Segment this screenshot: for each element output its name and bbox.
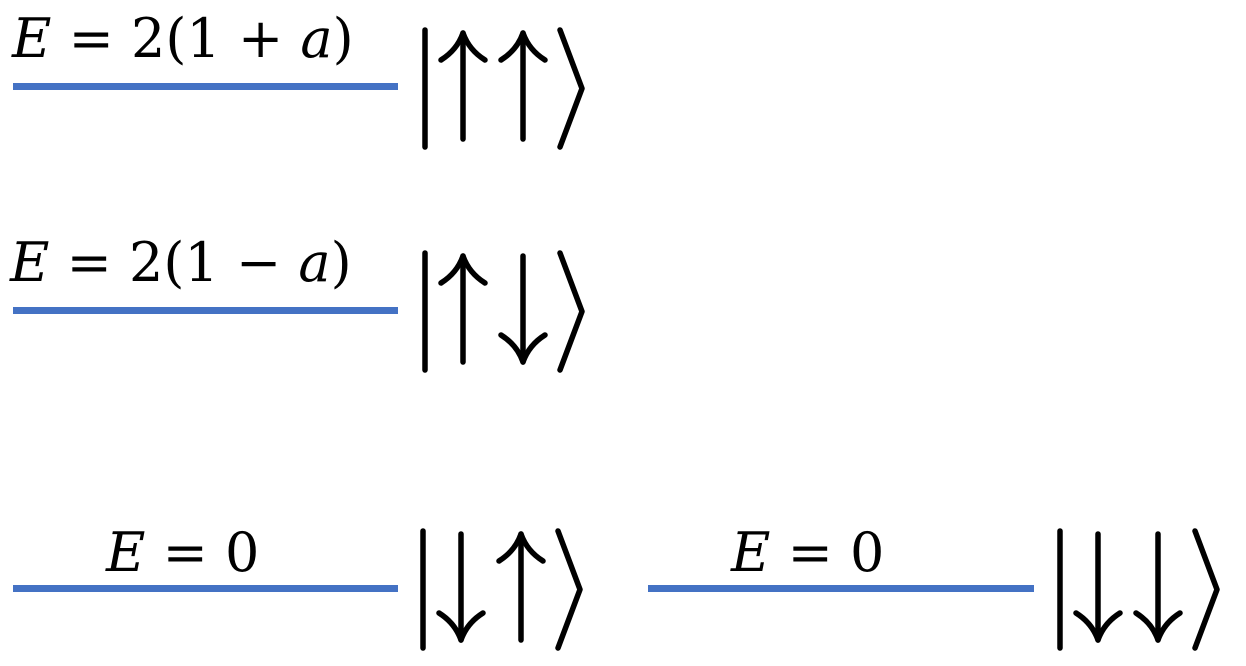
spin-up-arrow-head — [496, 531, 546, 564]
energy-var-1: E — [12, 7, 52, 70]
energy-label-1: E = 2(1 + a) — [12, 12, 354, 66]
spin-down-arrow-head — [1073, 610, 1123, 643]
energy-var-3: E — [106, 521, 146, 584]
energy-expr-2: = 2(1 − — [49, 231, 299, 294]
energy-expr-4: = 0 — [770, 521, 885, 584]
energy-close-2: ) — [330, 231, 352, 294]
spin-up-arrow-head — [438, 253, 488, 286]
spin-up-arrow — [438, 253, 488, 365]
spin-up-arrow-head — [498, 30, 548, 63]
ket-state-1: |↑↑⟩ — [422, 27, 585, 150]
energy-param-1: a — [300, 7, 333, 70]
energy-expr-3: = 0 — [145, 521, 260, 584]
spin-down-arrow — [498, 253, 548, 365]
spin-down-arrow — [1133, 531, 1183, 643]
ket-state-4: |↓↓⟩ — [1057, 528, 1220, 651]
energy-label-4: E = 0 — [731, 526, 884, 580]
spin-down-arrow-head — [1133, 610, 1183, 643]
ket-right-angle — [555, 528, 583, 651]
ket-state-3: |↓↑⟩ — [420, 528, 583, 651]
ket-right-angle — [1192, 528, 1220, 651]
energy-level-line-1 — [13, 83, 398, 90]
energy-var-2: E — [10, 231, 50, 294]
energy-param-2: a — [298, 231, 331, 294]
spin-down-arrow — [1073, 531, 1123, 643]
energy-label-3: E = 0 — [106, 526, 259, 580]
spin-up-arrow-head — [438, 30, 488, 63]
energy-var-4: E — [731, 521, 771, 584]
ket-glyph-group — [422, 27, 585, 150]
energy-level-line-3 — [13, 585, 398, 592]
spin-down-arrow — [436, 531, 486, 643]
energy-level-line-4 — [648, 585, 1034, 592]
spin-down-arrow-head — [498, 332, 548, 365]
ket-glyph-group — [420, 528, 583, 651]
ket-right-angle — [557, 27, 585, 150]
ket-glyph-group — [422, 250, 585, 373]
spin-up-arrow — [498, 30, 548, 142]
energy-level-line-2 — [13, 307, 398, 314]
energy-close-1: ) — [332, 7, 354, 70]
spin-up-arrow — [496, 531, 546, 643]
spin-up-arrow — [438, 30, 488, 142]
ket-right-angle — [557, 250, 585, 373]
spin-down-arrow-head — [436, 610, 486, 643]
energy-label-2: E = 2(1 − a) — [10, 236, 352, 290]
ket-state-2: |↑↓⟩ — [422, 250, 585, 373]
ket-glyph-group — [1057, 528, 1220, 651]
energy-expr-1: = 2(1 + — [51, 7, 301, 70]
